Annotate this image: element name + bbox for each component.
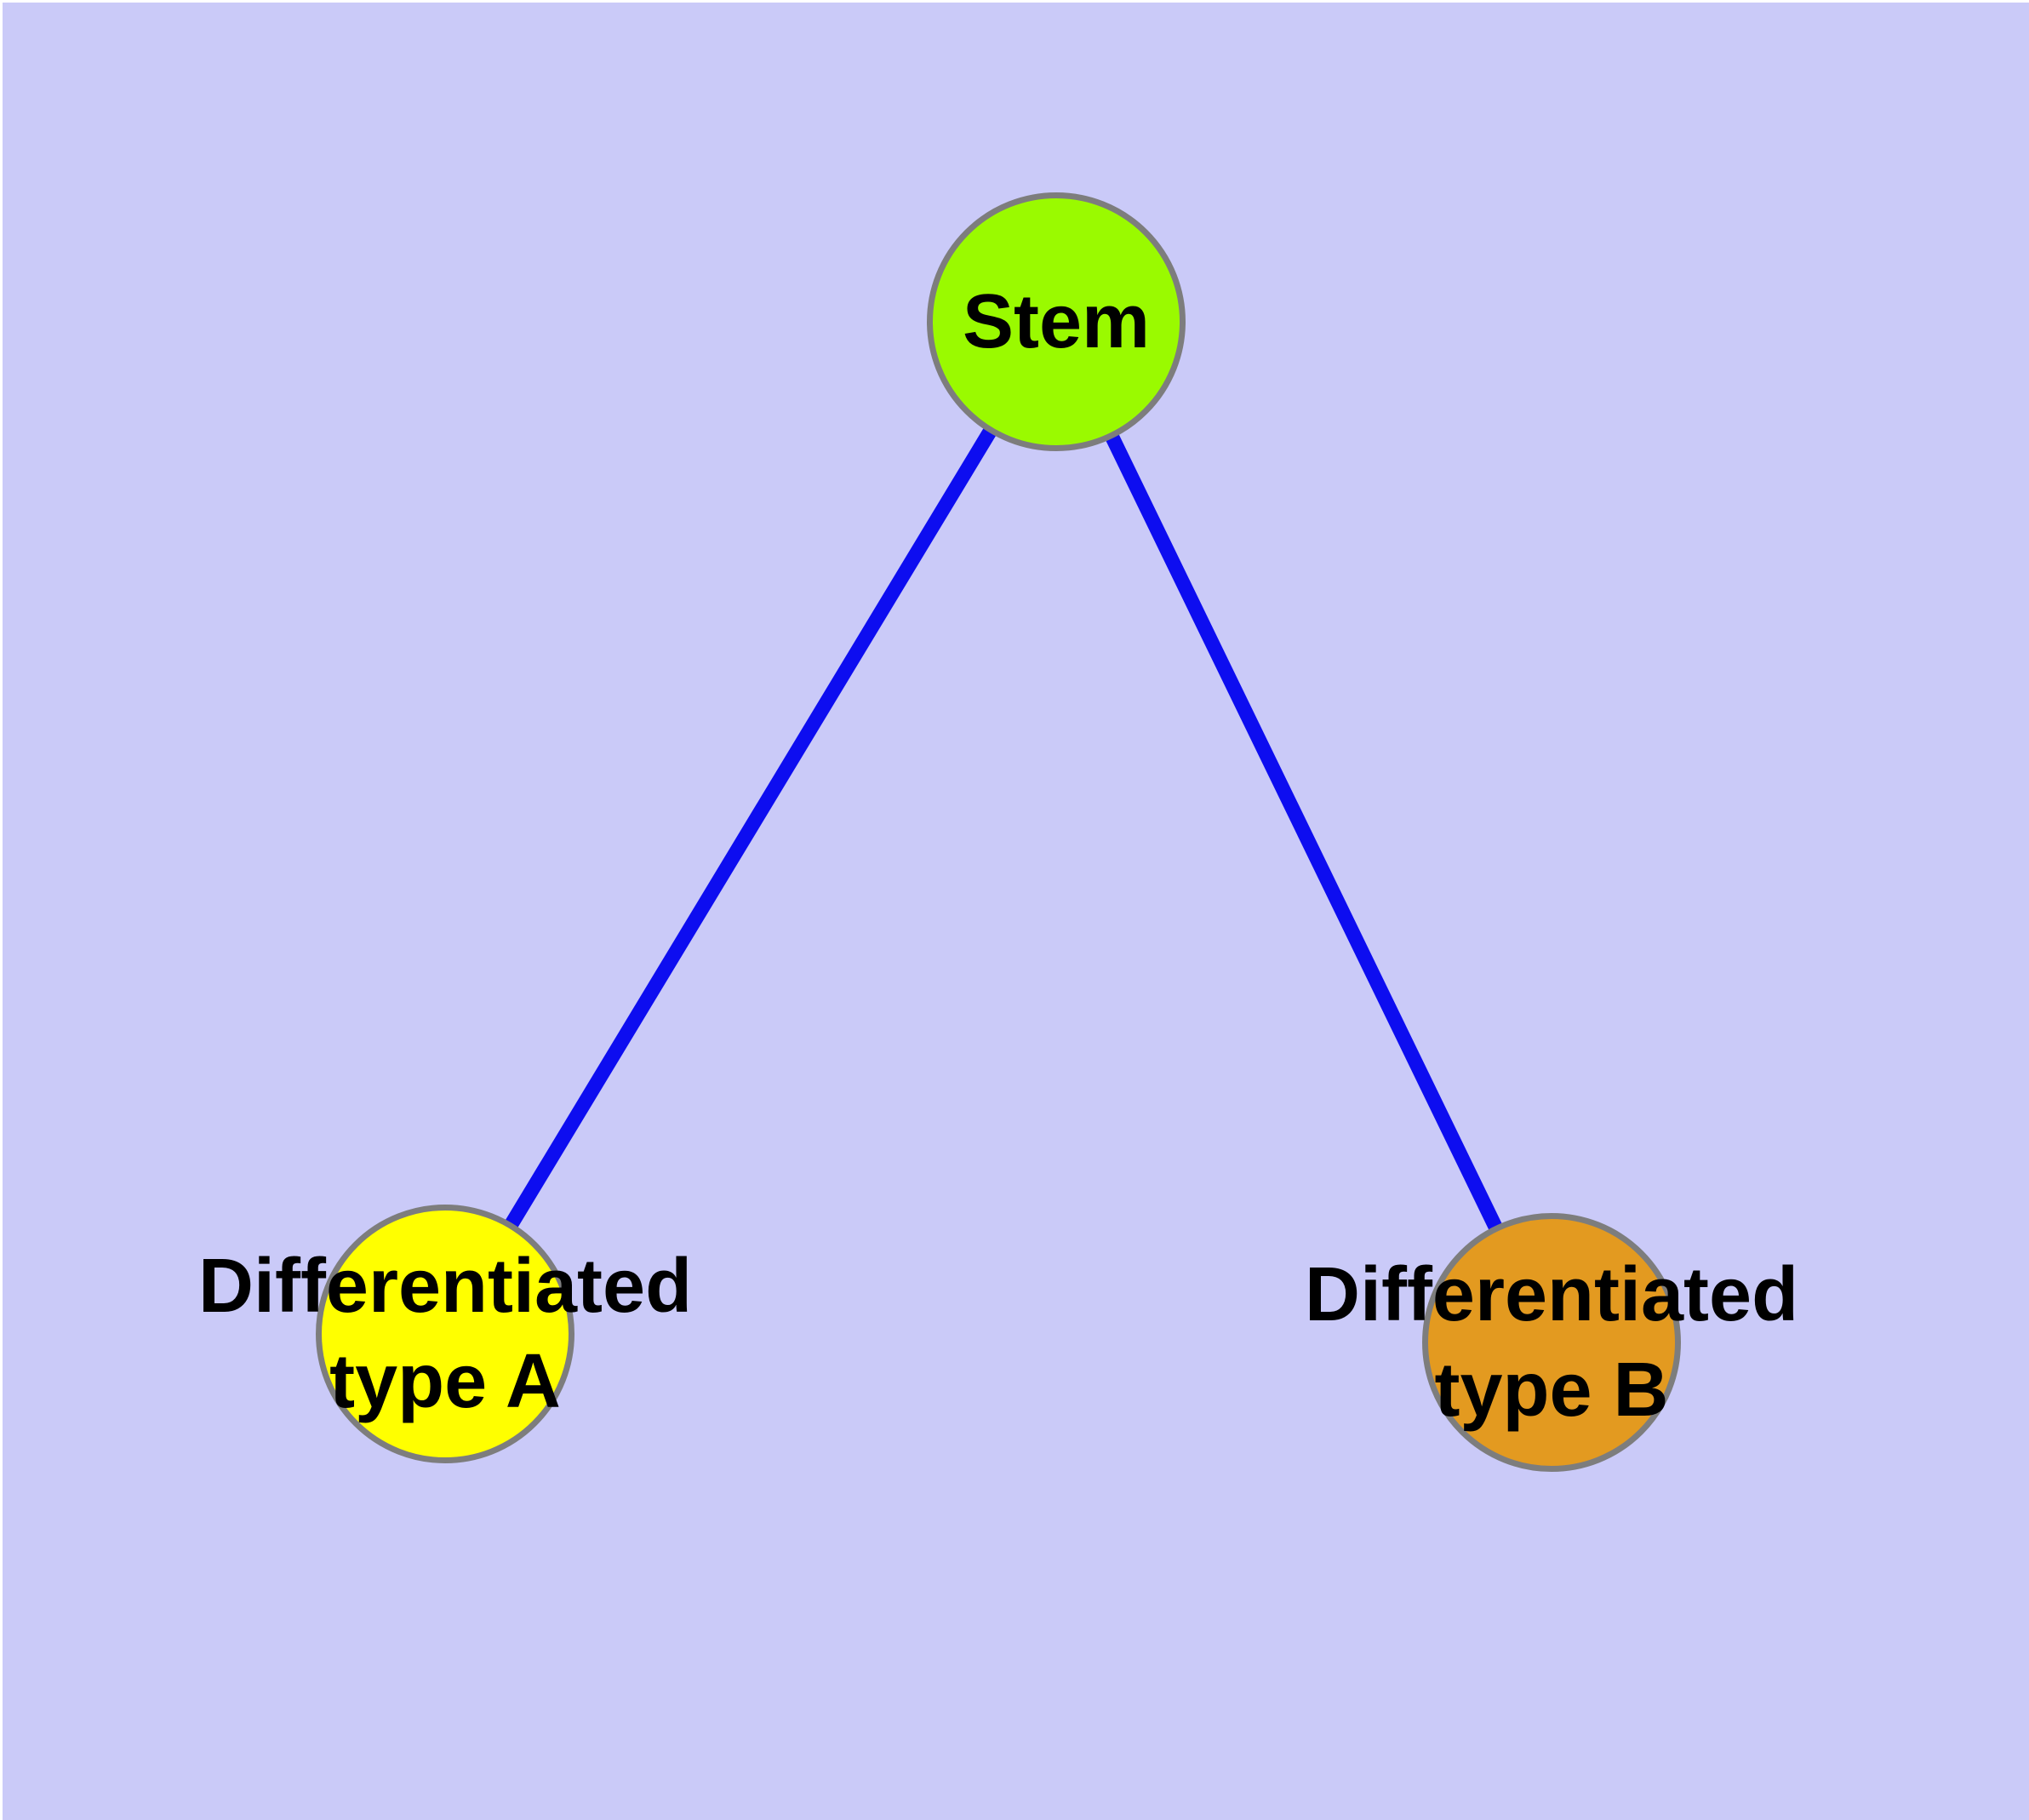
node-differentiated-type-b-label-line2: type B (1434, 1348, 1669, 1433)
node-differentiated-type-b-label-line1: Differentiated (1304, 1252, 1799, 1337)
node-stem-label: Stem (963, 274, 1150, 369)
node-differentiated-type-a-label-line1: Differentiated (197, 1244, 693, 1329)
edge-layer (438, 318, 1558, 1346)
graph-canvas: Stem Differentiated type A Differentiate… (3, 3, 2029, 1820)
node-stem[interactable]: Stem (927, 192, 1186, 451)
node-differentiated-type-a[interactable]: Differentiated type A (198, 1205, 692, 1463)
node-differentiated-type-a-label-line2: type A (329, 1339, 561, 1424)
node-differentiated-type-a-label: Differentiated type A (198, 1239, 692, 1429)
node-differentiated-type-b-label: Differentiated type B (1305, 1247, 1798, 1438)
edge-stem-to-type-b (1049, 318, 1558, 1346)
node-differentiated-type-b[interactable]: Differentiated type B (1305, 1213, 1798, 1472)
node-stem-label-line: Stem (962, 279, 1151, 364)
edge-stem-to-type-a (438, 318, 1063, 1338)
